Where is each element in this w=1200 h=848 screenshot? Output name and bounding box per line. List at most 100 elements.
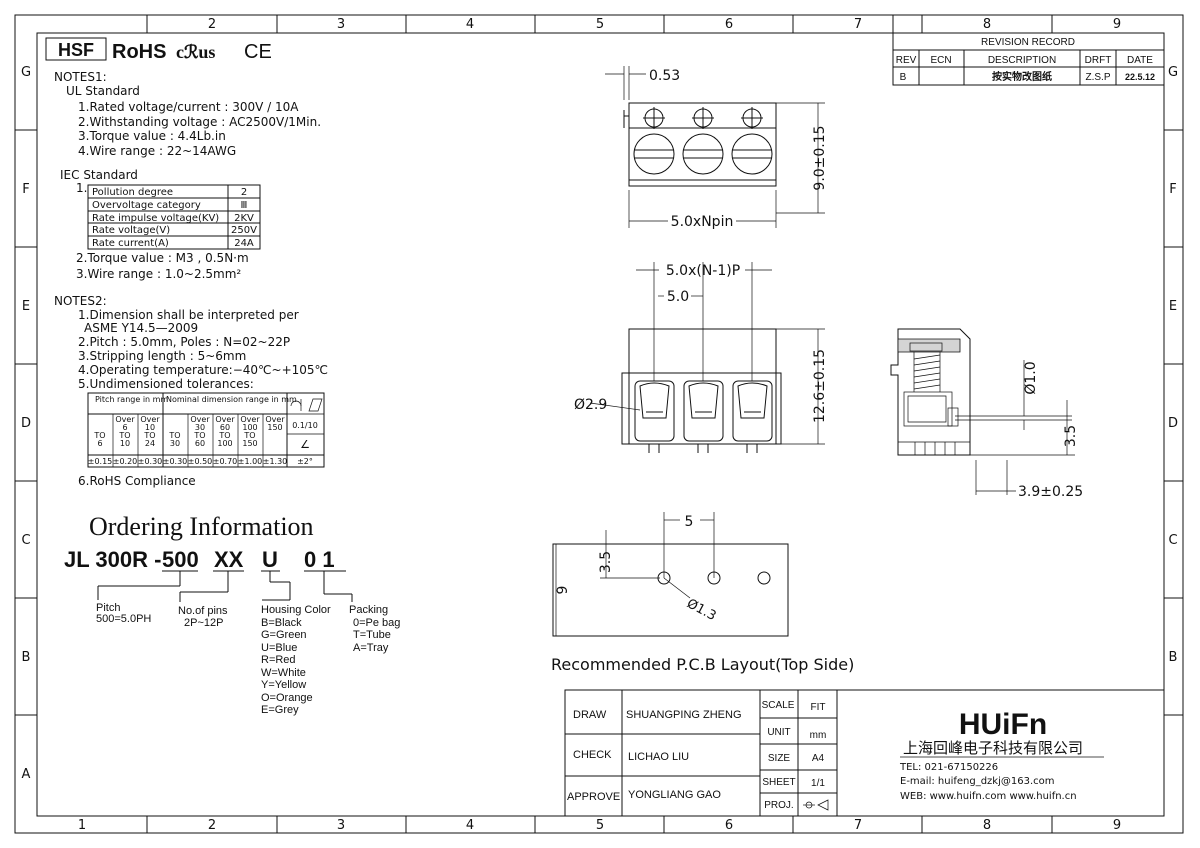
front-view-drawing: 5.0x(N-1)P 5.0 12.6±0.15 Ø2.9 bbox=[574, 262, 828, 453]
certification-logos: HSF RoHS cℛus CE bbox=[45, 37, 272, 63]
notes2-title: NOTES2: bbox=[54, 294, 107, 308]
side-section-drawing: Ø1.0 3.5 3.9±0.25 bbox=[890, 328, 1083, 500]
tol-col-header: Over bbox=[240, 415, 260, 424]
scale-label: SCALE bbox=[762, 700, 795, 711]
company-logo: HUiFn bbox=[959, 708, 1047, 741]
order-code-packing: 0 1 bbox=[304, 547, 335, 572]
ul-item: 2.Withstanding voltage : AC2500V/1Min. bbox=[78, 115, 321, 129]
iec-table: Pollution degree 2 Overvoltage category … bbox=[87, 184, 261, 250]
sheet-label: SHEET bbox=[762, 777, 795, 788]
tol-col-header: Over bbox=[115, 415, 135, 424]
iec-standard-title: IEC Standard bbox=[60, 168, 138, 182]
tol-col-header: 150 bbox=[267, 423, 282, 432]
draw-name: SHUANGPING ZHENG bbox=[626, 709, 742, 721]
tol-col-header: TO bbox=[118, 431, 130, 440]
tol-col-header: Over bbox=[215, 415, 235, 424]
zone-right-f: F bbox=[1169, 182, 1176, 197]
tol-col-header: TO bbox=[243, 431, 255, 440]
size-label: SIZE bbox=[768, 753, 791, 764]
top-view-drawing: 0.53 9.0±0.15 5.0xNpin bbox=[605, 66, 828, 230]
tolerance-table: Pitch range in mm Nominal dimension rang… bbox=[87, 392, 325, 468]
iec-row-label: Overvoltage category bbox=[92, 200, 201, 211]
zone-left-e: E bbox=[22, 299, 30, 314]
zone-left-c: C bbox=[21, 533, 30, 548]
zone-right-c: C bbox=[1168, 533, 1177, 548]
title-block: DRAW SHUANGPING ZHENG CHECK LICHAO LIU A… bbox=[564, 689, 1165, 817]
legend-pitch-value: 500=5.0PH bbox=[96, 613, 151, 625]
check-label: CHECK bbox=[573, 749, 612, 761]
dim-pcb-height: 9 bbox=[555, 586, 571, 595]
iec-row-value: 2 bbox=[241, 187, 247, 198]
iec-row-value: 24A bbox=[234, 238, 254, 249]
tol-col-header: Over bbox=[265, 415, 285, 424]
tol-col-header: TO bbox=[93, 431, 105, 440]
tol-value: ±0.30 bbox=[138, 457, 163, 466]
company-name: 上海回峰电子科技有限公司 bbox=[903, 739, 1083, 757]
tol-value: ±1.30 bbox=[263, 457, 288, 466]
tol-col-header: 6 bbox=[122, 423, 127, 432]
scale-value: FIT bbox=[811, 702, 826, 713]
iec-row-label: Pollution degree bbox=[92, 187, 173, 198]
tol-col-header: TO bbox=[143, 431, 155, 440]
tol-col-header: 60 bbox=[195, 439, 205, 448]
pcb-layout-caption: Recommended P.C.B Layout(Top Side) bbox=[551, 655, 854, 674]
zone-right-d: D bbox=[1168, 416, 1178, 431]
outer-border bbox=[14, 14, 1184, 834]
zone-bottom-3: 3 bbox=[337, 818, 345, 833]
dim-span: 5.0x(N-1)P bbox=[666, 263, 740, 279]
dim-pcb-hole: Ø1.3 bbox=[684, 596, 718, 624]
approve-name: YONGLIANG GAO bbox=[628, 789, 721, 801]
dim-pitch: 5.0 bbox=[667, 289, 689, 305]
notes1-title: NOTES1: bbox=[54, 70, 107, 84]
dim-hole-diameter: Ø2.9 bbox=[574, 397, 607, 413]
tol-col-header: 100 bbox=[217, 439, 232, 448]
tol-col-header: Over bbox=[190, 415, 210, 424]
unit-label: UNIT bbox=[767, 727, 790, 738]
tol-col-header: 100 bbox=[242, 423, 257, 432]
order-code-leaders bbox=[97, 570, 353, 602]
tol-value: ±2° bbox=[297, 457, 313, 466]
tol-col-header: 10 bbox=[145, 423, 155, 432]
legend-color-label: Housing Color bbox=[261, 604, 331, 616]
zone-ticks bbox=[15, 15, 1183, 833]
ul-logo: cℛus bbox=[176, 42, 215, 62]
zone-top-9: 9 bbox=[1113, 17, 1121, 32]
notes2-item: 2.Pitch : 5.0mm, Poles : N=02~22P bbox=[78, 335, 290, 349]
rohs-logo: RoHS bbox=[112, 41, 166, 63]
legend-color-value: Y=Yellow bbox=[261, 679, 306, 691]
draw-label: DRAW bbox=[573, 709, 607, 721]
zone-left-f: F bbox=[22, 182, 29, 197]
legend-color-value: G=Green bbox=[261, 629, 307, 641]
zone-top-3: 3 bbox=[337, 17, 345, 32]
ul-standard-title: UL Standard bbox=[66, 84, 140, 98]
zone-bottom-1: 1 bbox=[78, 818, 86, 833]
revision-header: DESCRIPTION bbox=[988, 55, 1056, 66]
ul-item: 4.Wire range : 22~14AWG bbox=[78, 144, 236, 158]
ce-logo: CE bbox=[244, 41, 272, 63]
tol-col-header: 6 bbox=[97, 439, 102, 448]
legend-color-value: E=Grey bbox=[261, 704, 299, 716]
revision-record-table: REVISION RECORD REV ECN DESCRIPTION DRFT… bbox=[892, 15, 1165, 86]
notes2-item: 1.Dimension shall be interpreted per bbox=[78, 308, 299, 322]
notes2-item: ASME Y14.5—2009 bbox=[84, 321, 198, 335]
tol-col-header: 10 bbox=[120, 439, 130, 448]
zone-top-2: 2 bbox=[208, 17, 216, 32]
projection-symbol-icon bbox=[803, 799, 829, 811]
zone-right-b: B bbox=[1169, 650, 1178, 665]
legend-packing-value: T=Tube bbox=[353, 629, 391, 641]
ul-item: 1.Rated voltage/current : 300V / 10A bbox=[78, 100, 299, 114]
zone-top-4: 4 bbox=[466, 17, 474, 32]
zone-bottom-8: 8 bbox=[983, 818, 991, 833]
check-name: LICHAO LIU bbox=[628, 751, 689, 763]
tol-value: ±0.30 bbox=[163, 457, 188, 466]
notes2-item: 5.Undimensioned tolerances: bbox=[78, 377, 254, 391]
rohs-compliance: 6.RoHS Compliance bbox=[78, 474, 196, 488]
revision-header: ECN bbox=[930, 55, 951, 66]
iec-row-value: 250V bbox=[231, 225, 257, 236]
revision-drafter: Z.S.P bbox=[1085, 72, 1110, 83]
zone-bottom-7: 7 bbox=[854, 818, 862, 833]
tol-value: ±0.20 bbox=[113, 457, 138, 466]
tol-value: ±1.00 bbox=[238, 457, 263, 466]
iec-item: 2.Torque value : M3 , 0.5N·m bbox=[76, 251, 249, 265]
company-web: WEB: www.huifn.com www.huifn.cn bbox=[900, 791, 1077, 802]
